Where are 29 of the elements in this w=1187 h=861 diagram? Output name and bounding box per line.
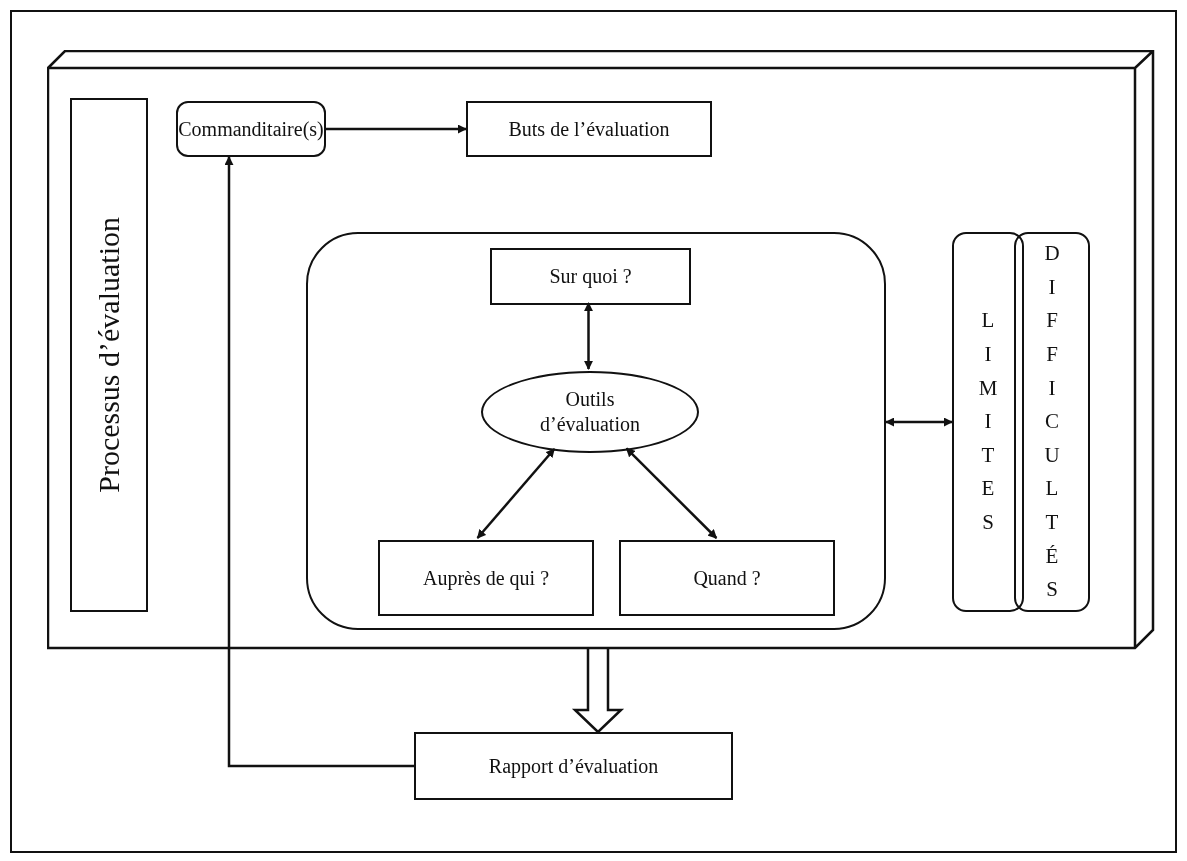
stacked-letters: DIFFICULTÉS bbox=[1043, 240, 1061, 604]
process-box bbox=[619, 540, 835, 616]
panel bbox=[47, 50, 1153, 648]
process-box bbox=[490, 248, 691, 305]
double-arrow bbox=[625, 447, 718, 539]
process-box bbox=[176, 101, 326, 157]
tool-ellipse bbox=[481, 371, 699, 453]
process-box bbox=[70, 98, 148, 612]
node-label: Auprès de qui ? bbox=[421, 565, 551, 591]
double-arrow bbox=[584, 302, 593, 370]
vertical-box bbox=[1014, 232, 1090, 612]
node-label: Rapport d’évaluation bbox=[487, 753, 660, 779]
process-box bbox=[378, 540, 594, 616]
node-label: Outils d’évaluation bbox=[539, 387, 641, 437]
node-label: Quand ? bbox=[692, 565, 762, 591]
node-label: Buts de l’évaluation bbox=[507, 116, 671, 142]
node-label: Commanditaire(s) bbox=[177, 116, 325, 142]
node-label: Sur quoi ? bbox=[548, 264, 633, 289]
stacked-letters: LIMITES bbox=[977, 307, 999, 536]
vertical-box bbox=[952, 232, 1024, 612]
process-box bbox=[414, 732, 733, 800]
process-box bbox=[466, 101, 712, 157]
double-arrow bbox=[476, 448, 556, 539]
hollow-arrow bbox=[571, 646, 625, 734]
arrow bbox=[224, 156, 414, 768]
rounded-container bbox=[306, 232, 886, 630]
double-arrow bbox=[885, 417, 953, 427]
arrow bbox=[326, 124, 467, 134]
vertical-title: Processus d’évaluation bbox=[91, 217, 127, 493]
